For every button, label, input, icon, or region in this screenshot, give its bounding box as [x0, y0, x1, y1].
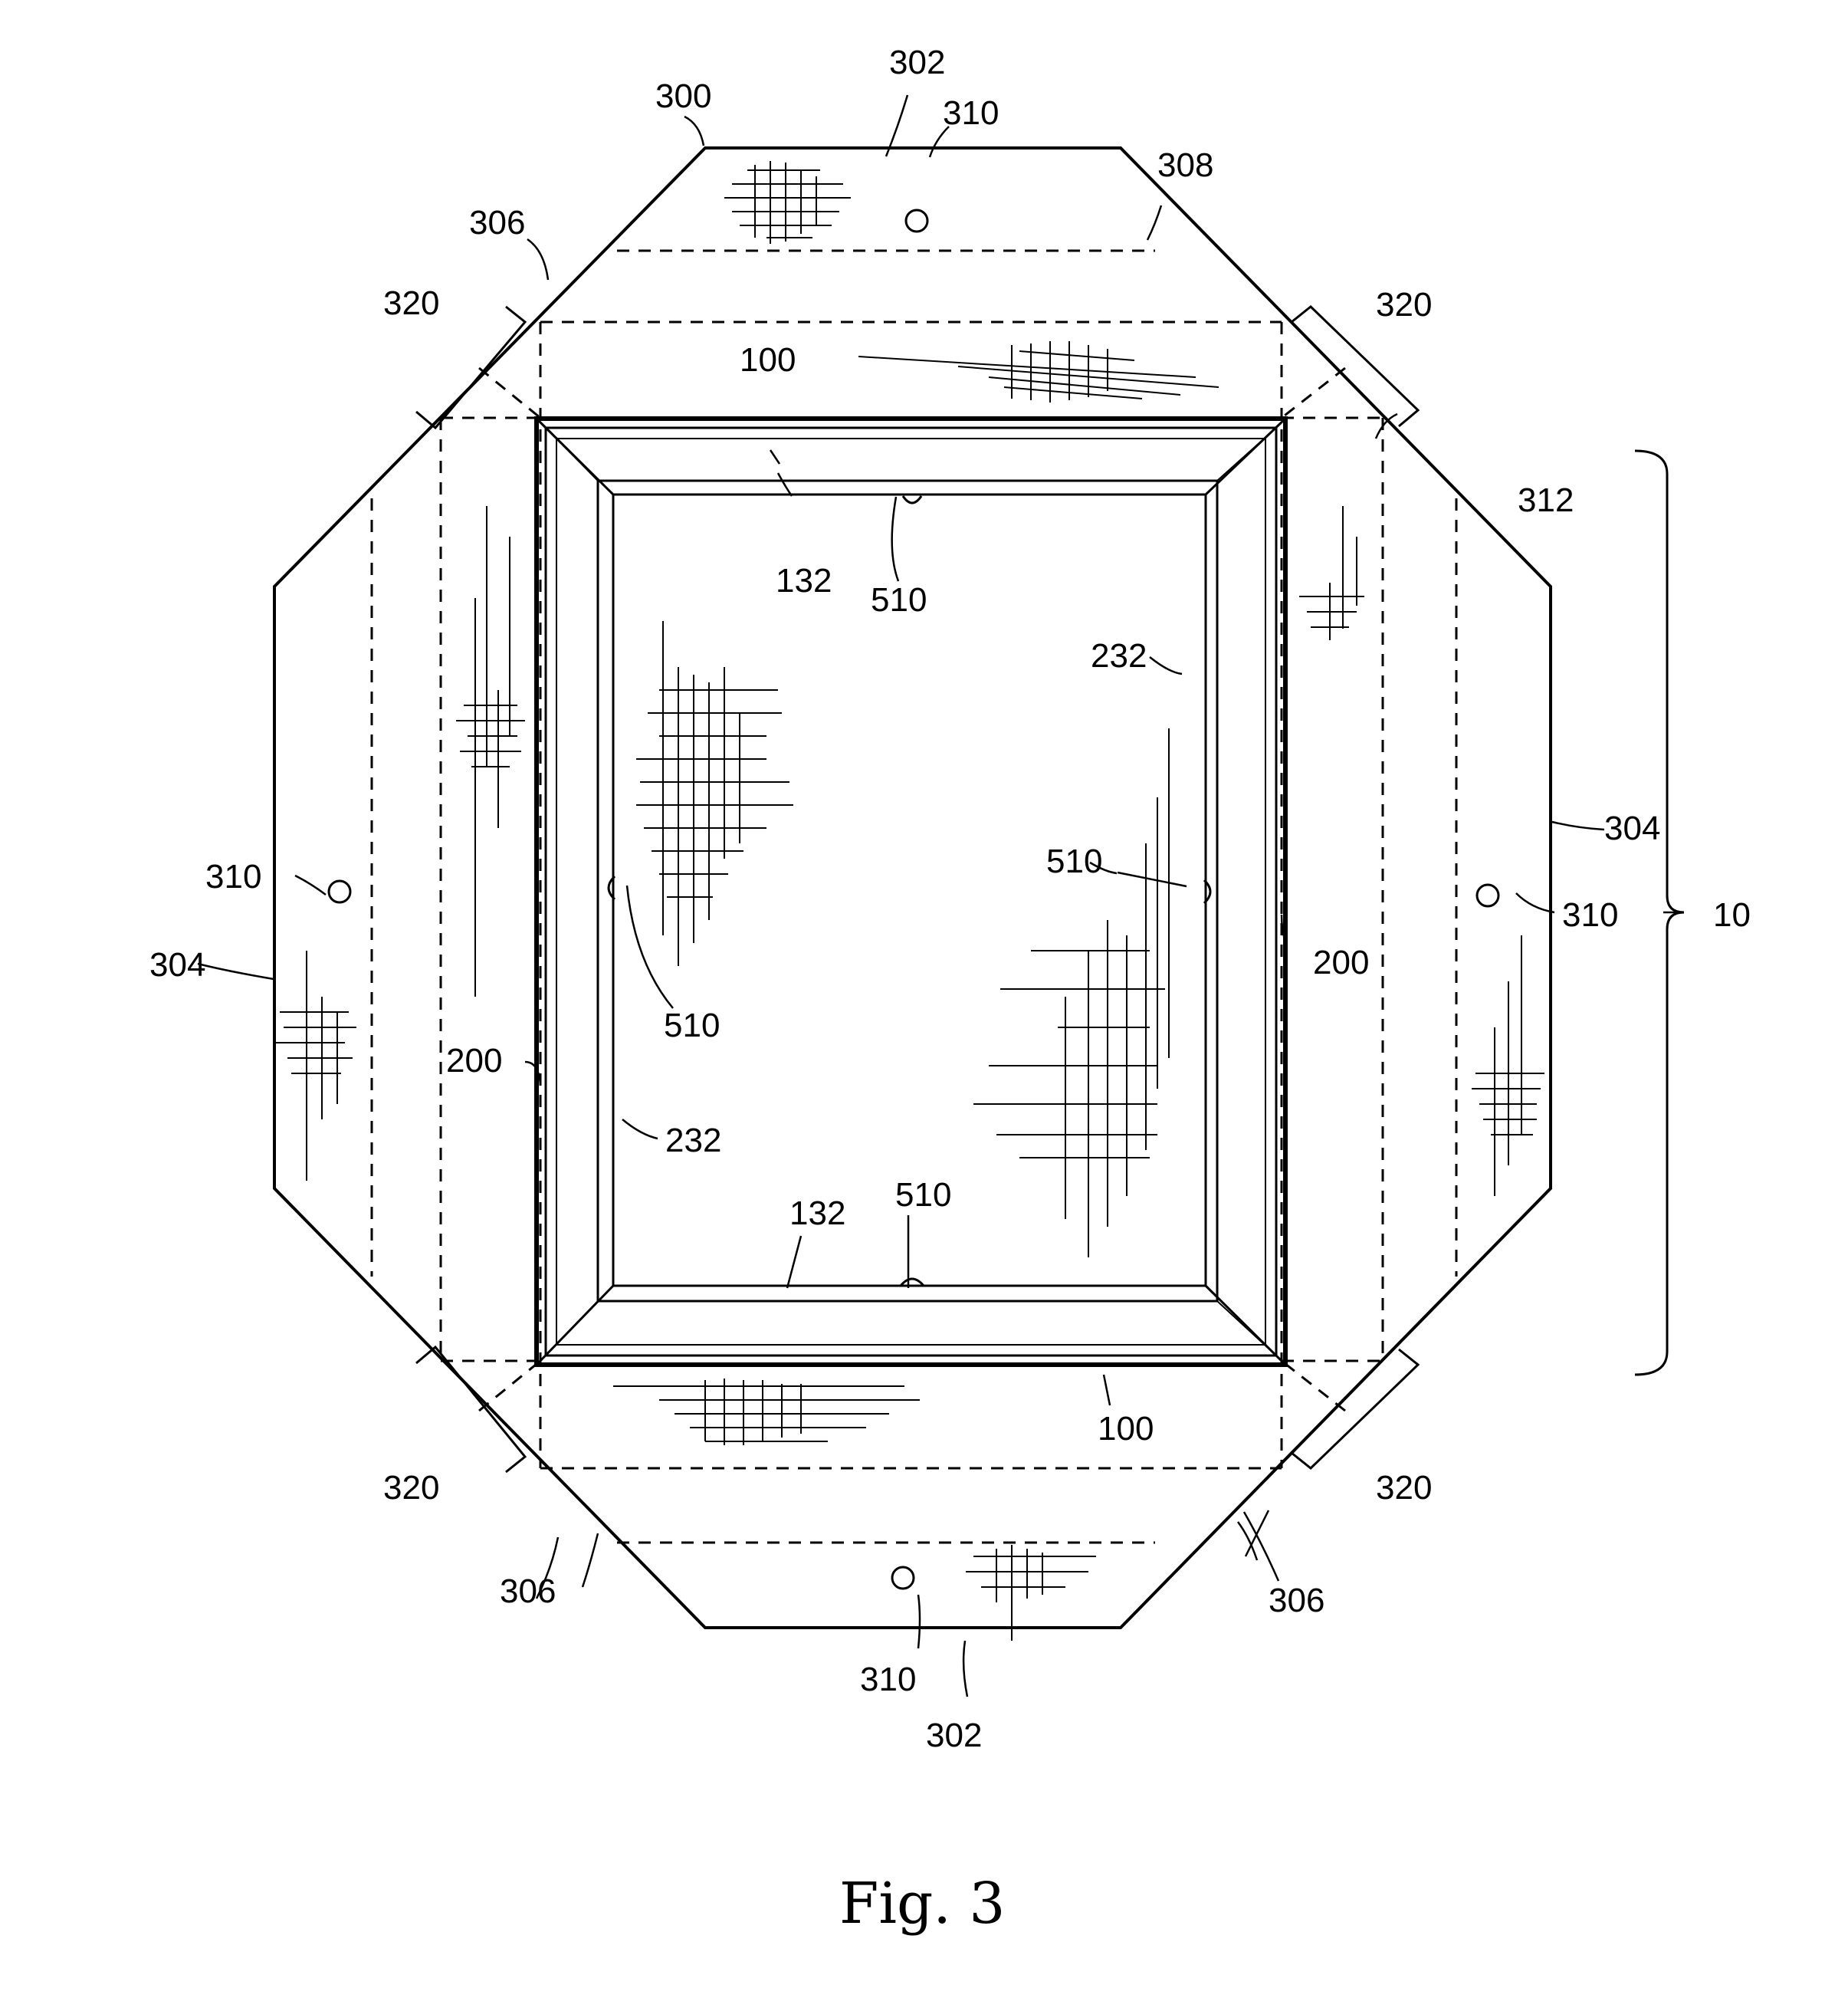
label-306-bottomright: 306: [1269, 1582, 1324, 1619]
label-232-left: 232: [665, 1122, 721, 1159]
label-100-top: 100: [740, 341, 796, 379]
label-510-right: 510: [1046, 843, 1102, 880]
label-304-right: 304: [1604, 810, 1660, 847]
label-100-bottom: 100: [1098, 1410, 1154, 1448]
fastener-left: [607, 875, 616, 901]
label-510-left: 510: [664, 1007, 720, 1044]
leader-lines: [197, 94, 1679, 1697]
label-510-top: 510: [871, 581, 927, 619]
label-320-topleft: 320: [383, 284, 439, 322]
label-302-top: 302: [889, 44, 945, 81]
holes: [327, 209, 1500, 1590]
label-132-top: 132: [776, 562, 832, 600]
label-308: 308: [1157, 146, 1213, 184]
label-232-right: 232: [1091, 637, 1147, 675]
label-310-right: 310: [1562, 896, 1618, 934]
label-10: 10: [1713, 896, 1751, 934]
texture-hatching: [276, 161, 1544, 1641]
label-300: 300: [655, 77, 711, 115]
label-306-topleft: 306: [469, 204, 525, 242]
figure-caption: Fig. 3: [839, 1871, 1006, 1937]
bracket-320-topright: [1291, 305, 1420, 428]
label-320-topright: 320: [1376, 286, 1432, 324]
fastener-top: [901, 495, 923, 504]
hole-left: [327, 879, 352, 904]
fold-lines: [370, 249, 1458, 1544]
hole-right: [1475, 883, 1500, 908]
label-200-right: 200: [1313, 944, 1369, 981]
label-310-bottom: 310: [860, 1661, 916, 1698]
label-320-bottomleft: 320: [383, 1469, 439, 1507]
bracket-320-bottomleft: [415, 1345, 527, 1474]
fasteners: [607, 495, 1212, 1287]
picture-frame: [534, 416, 1288, 1367]
label-310-top: 310: [943, 94, 999, 132]
tab-brackets: [415, 305, 1420, 1474]
label-200-left: 200: [446, 1042, 502, 1080]
label-510-bottom: 510: [895, 1176, 951, 1214]
label-302-bottom: 302: [926, 1717, 982, 1754]
bracket-320-bottomright: [1291, 1348, 1420, 1470]
label-310-left: 310: [205, 858, 261, 895]
label-306-bottomleft: 306: [500, 1572, 556, 1610]
label-132-bottom: 132: [789, 1195, 845, 1232]
fastener-right: [1203, 879, 1212, 905]
label-304-left: 304: [149, 946, 205, 984]
label-320-bottomright: 320: [1376, 1469, 1432, 1507]
hole-top: [904, 209, 929, 233]
blank-outline: [273, 146, 1552, 1629]
assembly-brace: [1634, 449, 1685, 1376]
hole-bottom: [891, 1566, 915, 1590]
bracket-320-topleft: [415, 305, 527, 430]
label-312: 312: [1518, 481, 1574, 519]
fastener-bottom: [899, 1277, 925, 1287]
